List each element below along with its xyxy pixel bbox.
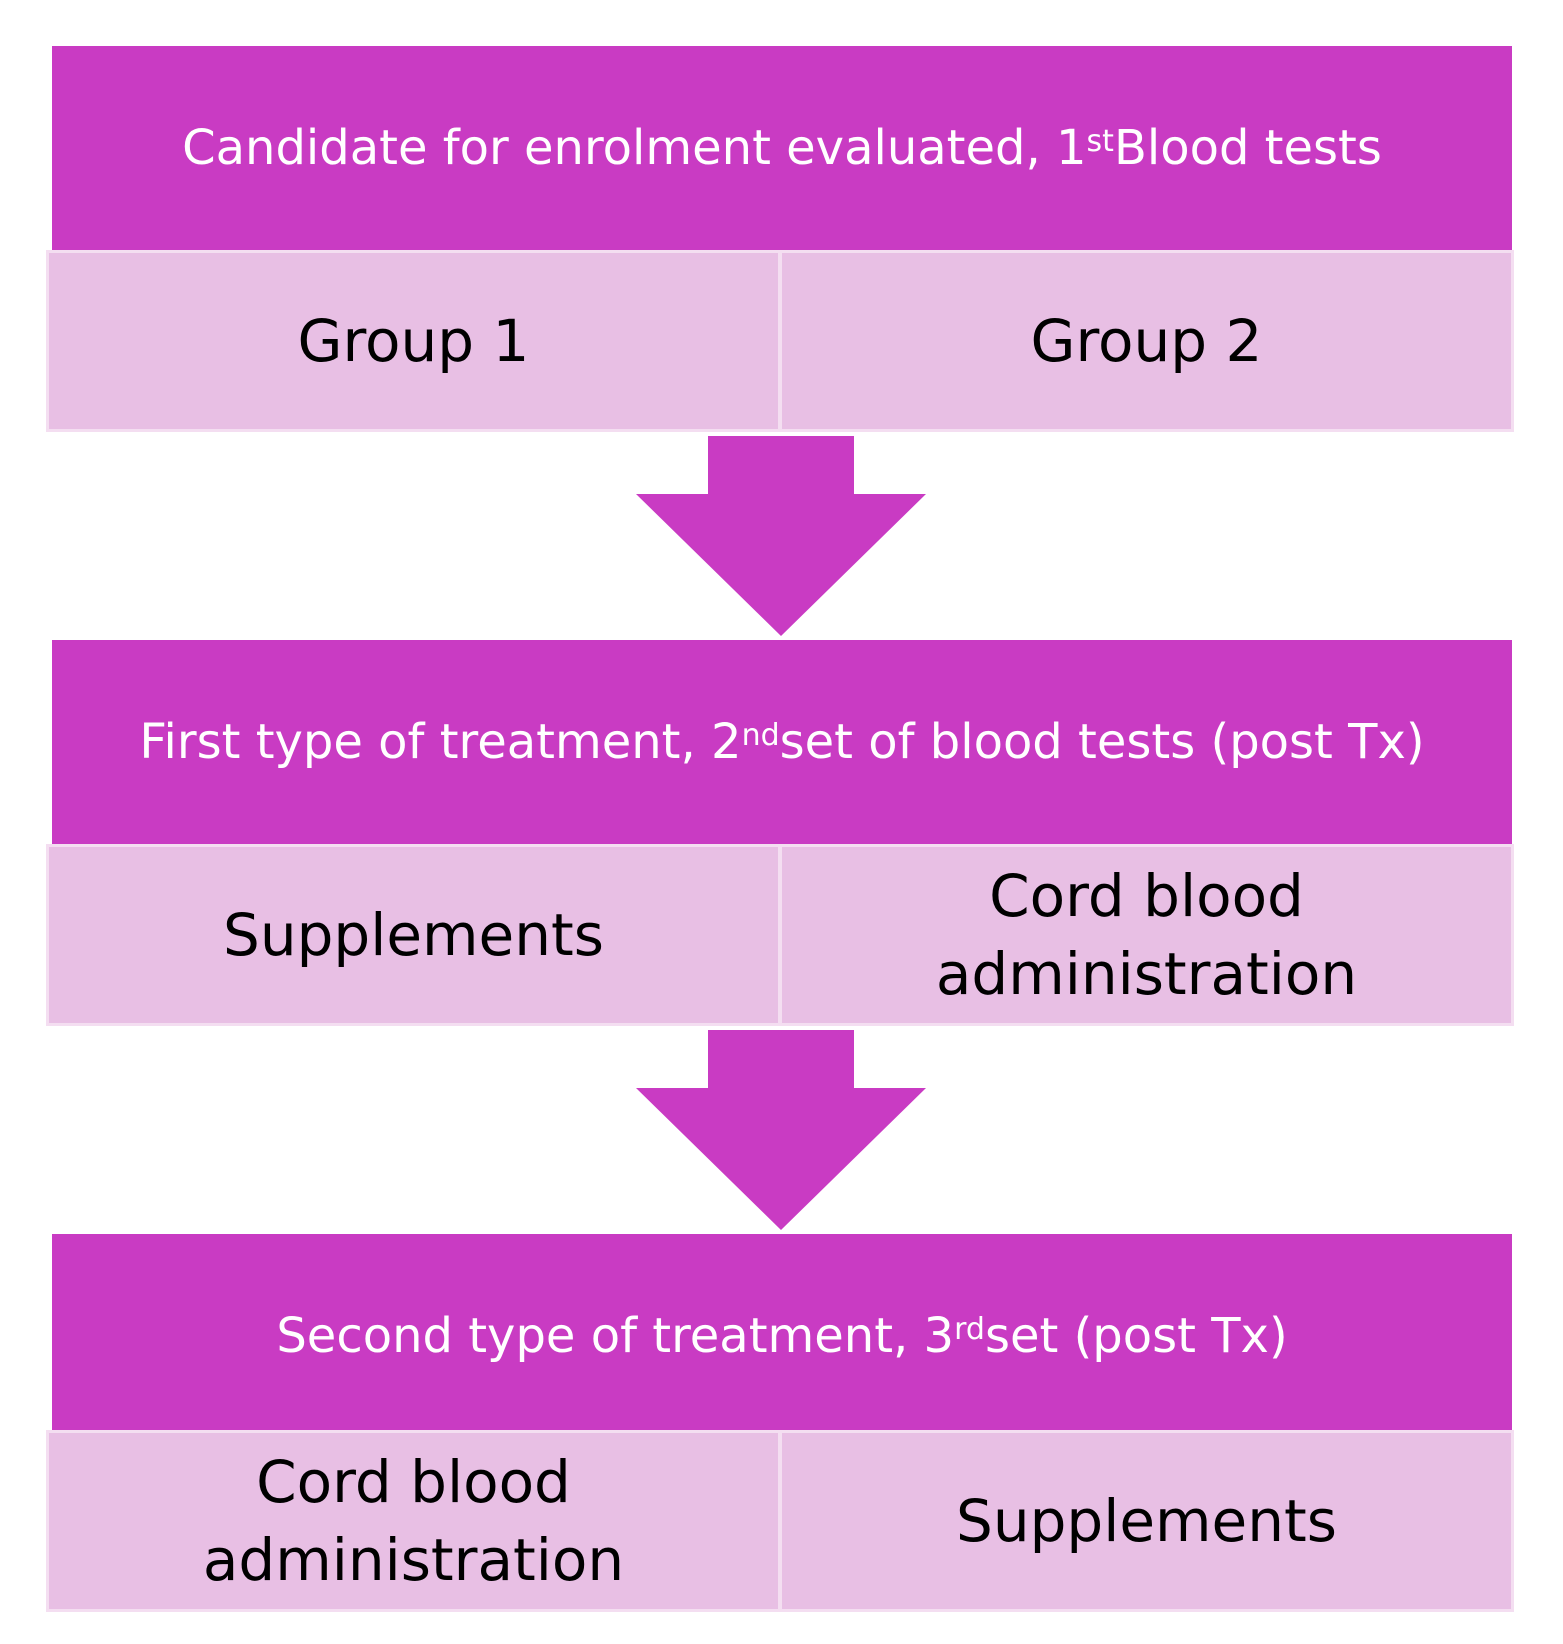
step-3-left-cell: Cord blood administration [46,1430,780,1612]
step-3-left-line-1: Cord blood [256,1448,571,1516]
step-3-treatments: Cord blood administration Supplements [46,1430,1514,1612]
down-arrow-icon [636,1030,926,1230]
step-3-left-line-2: administration [202,1526,625,1594]
step-3-header-post: set (post Tx) [984,1308,1288,1364]
down-arrow-shape [636,436,926,636]
step-3-right-cell: Supplements [780,1430,1514,1612]
step-2-header-post: set of blood tests (post Tx) [779,714,1425,770]
down-arrow-icon [636,436,926,636]
step-2-left-cell: Supplements [46,844,780,1026]
step-1-header-pre: Candidate for enrolment evaluated, 1 [182,120,1087,176]
step-1-left-label: Group 1 [297,307,530,375]
step-1-left-cell: Group 1 [46,250,780,432]
step-1-header-post: Blood tests [1113,120,1382,176]
step-3-right-line-1: Supplements [956,1487,1337,1555]
step-2-left-line-1: Supplements [223,901,604,969]
down-arrow-shape [636,1030,926,1230]
step-1-right-label: Group 2 [1030,307,1263,375]
step-3-header-pre: Second type of treatment, 3 [276,1308,955,1364]
step-1-groups: Group 1 Group 2 [46,250,1514,432]
step-2-right-line-2: administration [935,940,1358,1008]
step-2-header-pre: First type of treatment, 2 [139,714,742,770]
step-1-right-cell: Group 2 [780,250,1514,432]
step-2-right-cell: Cord blood administration [780,844,1514,1026]
step-2-right-line-1: Cord blood [989,862,1304,930]
step-2-treatments: Supplements Cord blood administration [46,844,1514,1026]
